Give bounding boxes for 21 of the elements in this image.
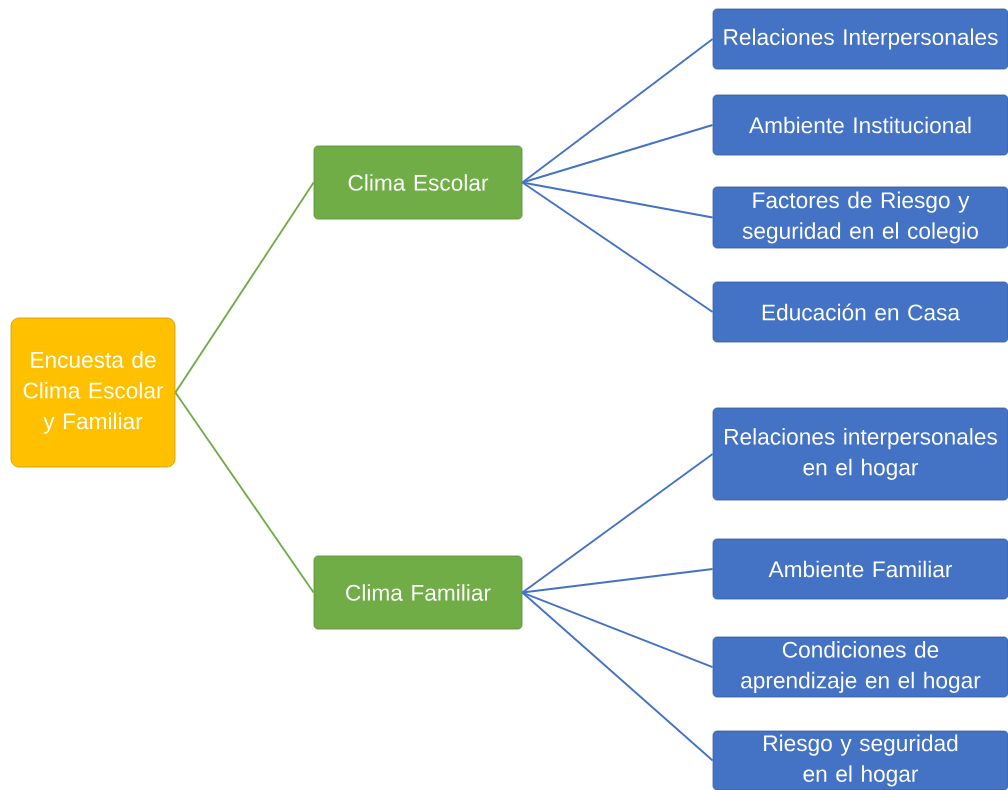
- connector-line: [521, 591, 714, 668]
- root-box: Encuesta de Clima Escolar y Familiar: [10, 317, 176, 468]
- topic-box: Condiciones de aprendizaje en el hogar: [712, 636, 1008, 698]
- topic-box: Riesgo y seguridad en el hogar: [712, 730, 1008, 790]
- connector-line: [174, 391, 315, 594]
- connector-line: [174, 181, 315, 394]
- connector-line: [521, 181, 714, 313]
- topic-box: Factores de Riesgo y seguridad en el colegio: [712, 186, 1008, 249]
- category-box: Clima Escolar: [313, 145, 523, 220]
- topic-box: Ambiente Familiar: [712, 538, 1008, 600]
- topic-box: Relaciones interpersonales en el hogar: [712, 407, 1008, 501]
- topic-box: Educación en Casa: [712, 281, 1008, 343]
- connector-line: [521, 38, 714, 184]
- topic-box: Ambiente Institucional: [712, 94, 1008, 156]
- connector-line: [521, 568, 714, 594]
- category-box: Clima Familiar: [313, 555, 523, 630]
- topic-box: Relaciones Interpersonales: [712, 8, 1008, 70]
- connector-line: [521, 124, 714, 184]
- connector-line: [521, 181, 714, 219]
- connector-line: [521, 591, 714, 762]
- connector-line: [521, 453, 714, 594]
